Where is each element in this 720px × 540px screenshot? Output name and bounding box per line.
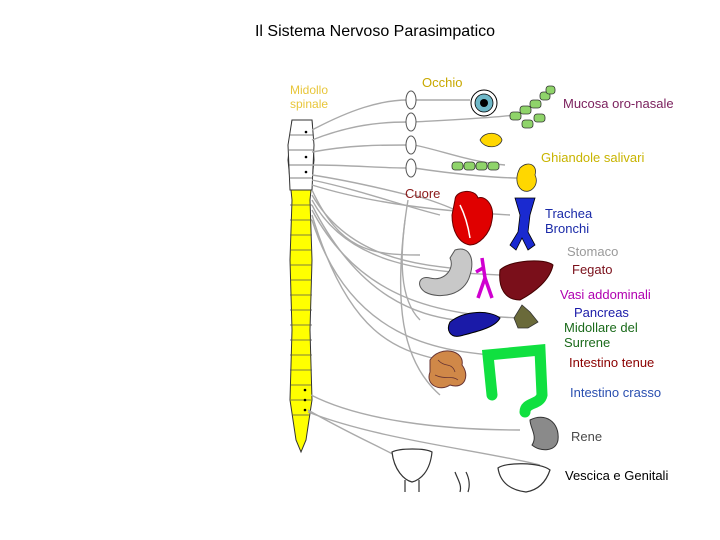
label-vescica-e-genitali: Vescica e Genitali: [565, 468, 669, 483]
label-vasi-addominali: Vasi addominali: [560, 287, 651, 302]
label-mucosa-oro-nasale: Mucosa oro-nasale: [563, 96, 674, 111]
label-rene: Rene: [571, 429, 603, 444]
label-intestino-crasso: Intestino crasso: [570, 385, 662, 400]
pancreas-organ: [447, 312, 501, 337]
heart-organ: [451, 191, 494, 246]
label-ghiandole-salivari: Ghiandole salivari: [541, 150, 645, 165]
liver-organ: [499, 260, 554, 301]
label-occhio: Occhio: [422, 75, 463, 90]
oronasal-mucosa-organ: [509, 85, 556, 129]
spinal-cord: [287, 119, 315, 454]
kidney-organ: [529, 416, 559, 451]
salivary-glands-organ: [451, 132, 537, 192]
label-stomaco: Stomaco: [567, 244, 619, 259]
label-cuore: Cuore: [405, 186, 441, 201]
label-intestino-tenue: Intestino tenue: [569, 355, 655, 370]
bladder-genitals-organ: [391, 448, 551, 493]
small-intestine-organ: [428, 350, 467, 389]
ganglia: [405, 90, 417, 178]
label-fegato: Fegato: [572, 262, 613, 277]
label-trachea-bronchi: Trachea Bronchi: [545, 206, 593, 236]
adrenal-medulla-organ: [513, 304, 539, 329]
eye-organ: [470, 89, 498, 117]
abdominal-vessels-organ: [475, 257, 494, 299]
label-pancreas: Pancreas: [574, 305, 629, 320]
large-intestine-organ: [481, 343, 548, 418]
stomach-organ: [419, 248, 473, 297]
label-midollare-del-surrene: Midollare del Surrene: [564, 320, 638, 350]
diagram-title: Il Sistema Nervoso Parasimpatico: [254, 23, 496, 40]
label-midollo-spinale: Midollo spinale: [290, 83, 329, 111]
trachea-bronchi-organ: [509, 197, 536, 251]
